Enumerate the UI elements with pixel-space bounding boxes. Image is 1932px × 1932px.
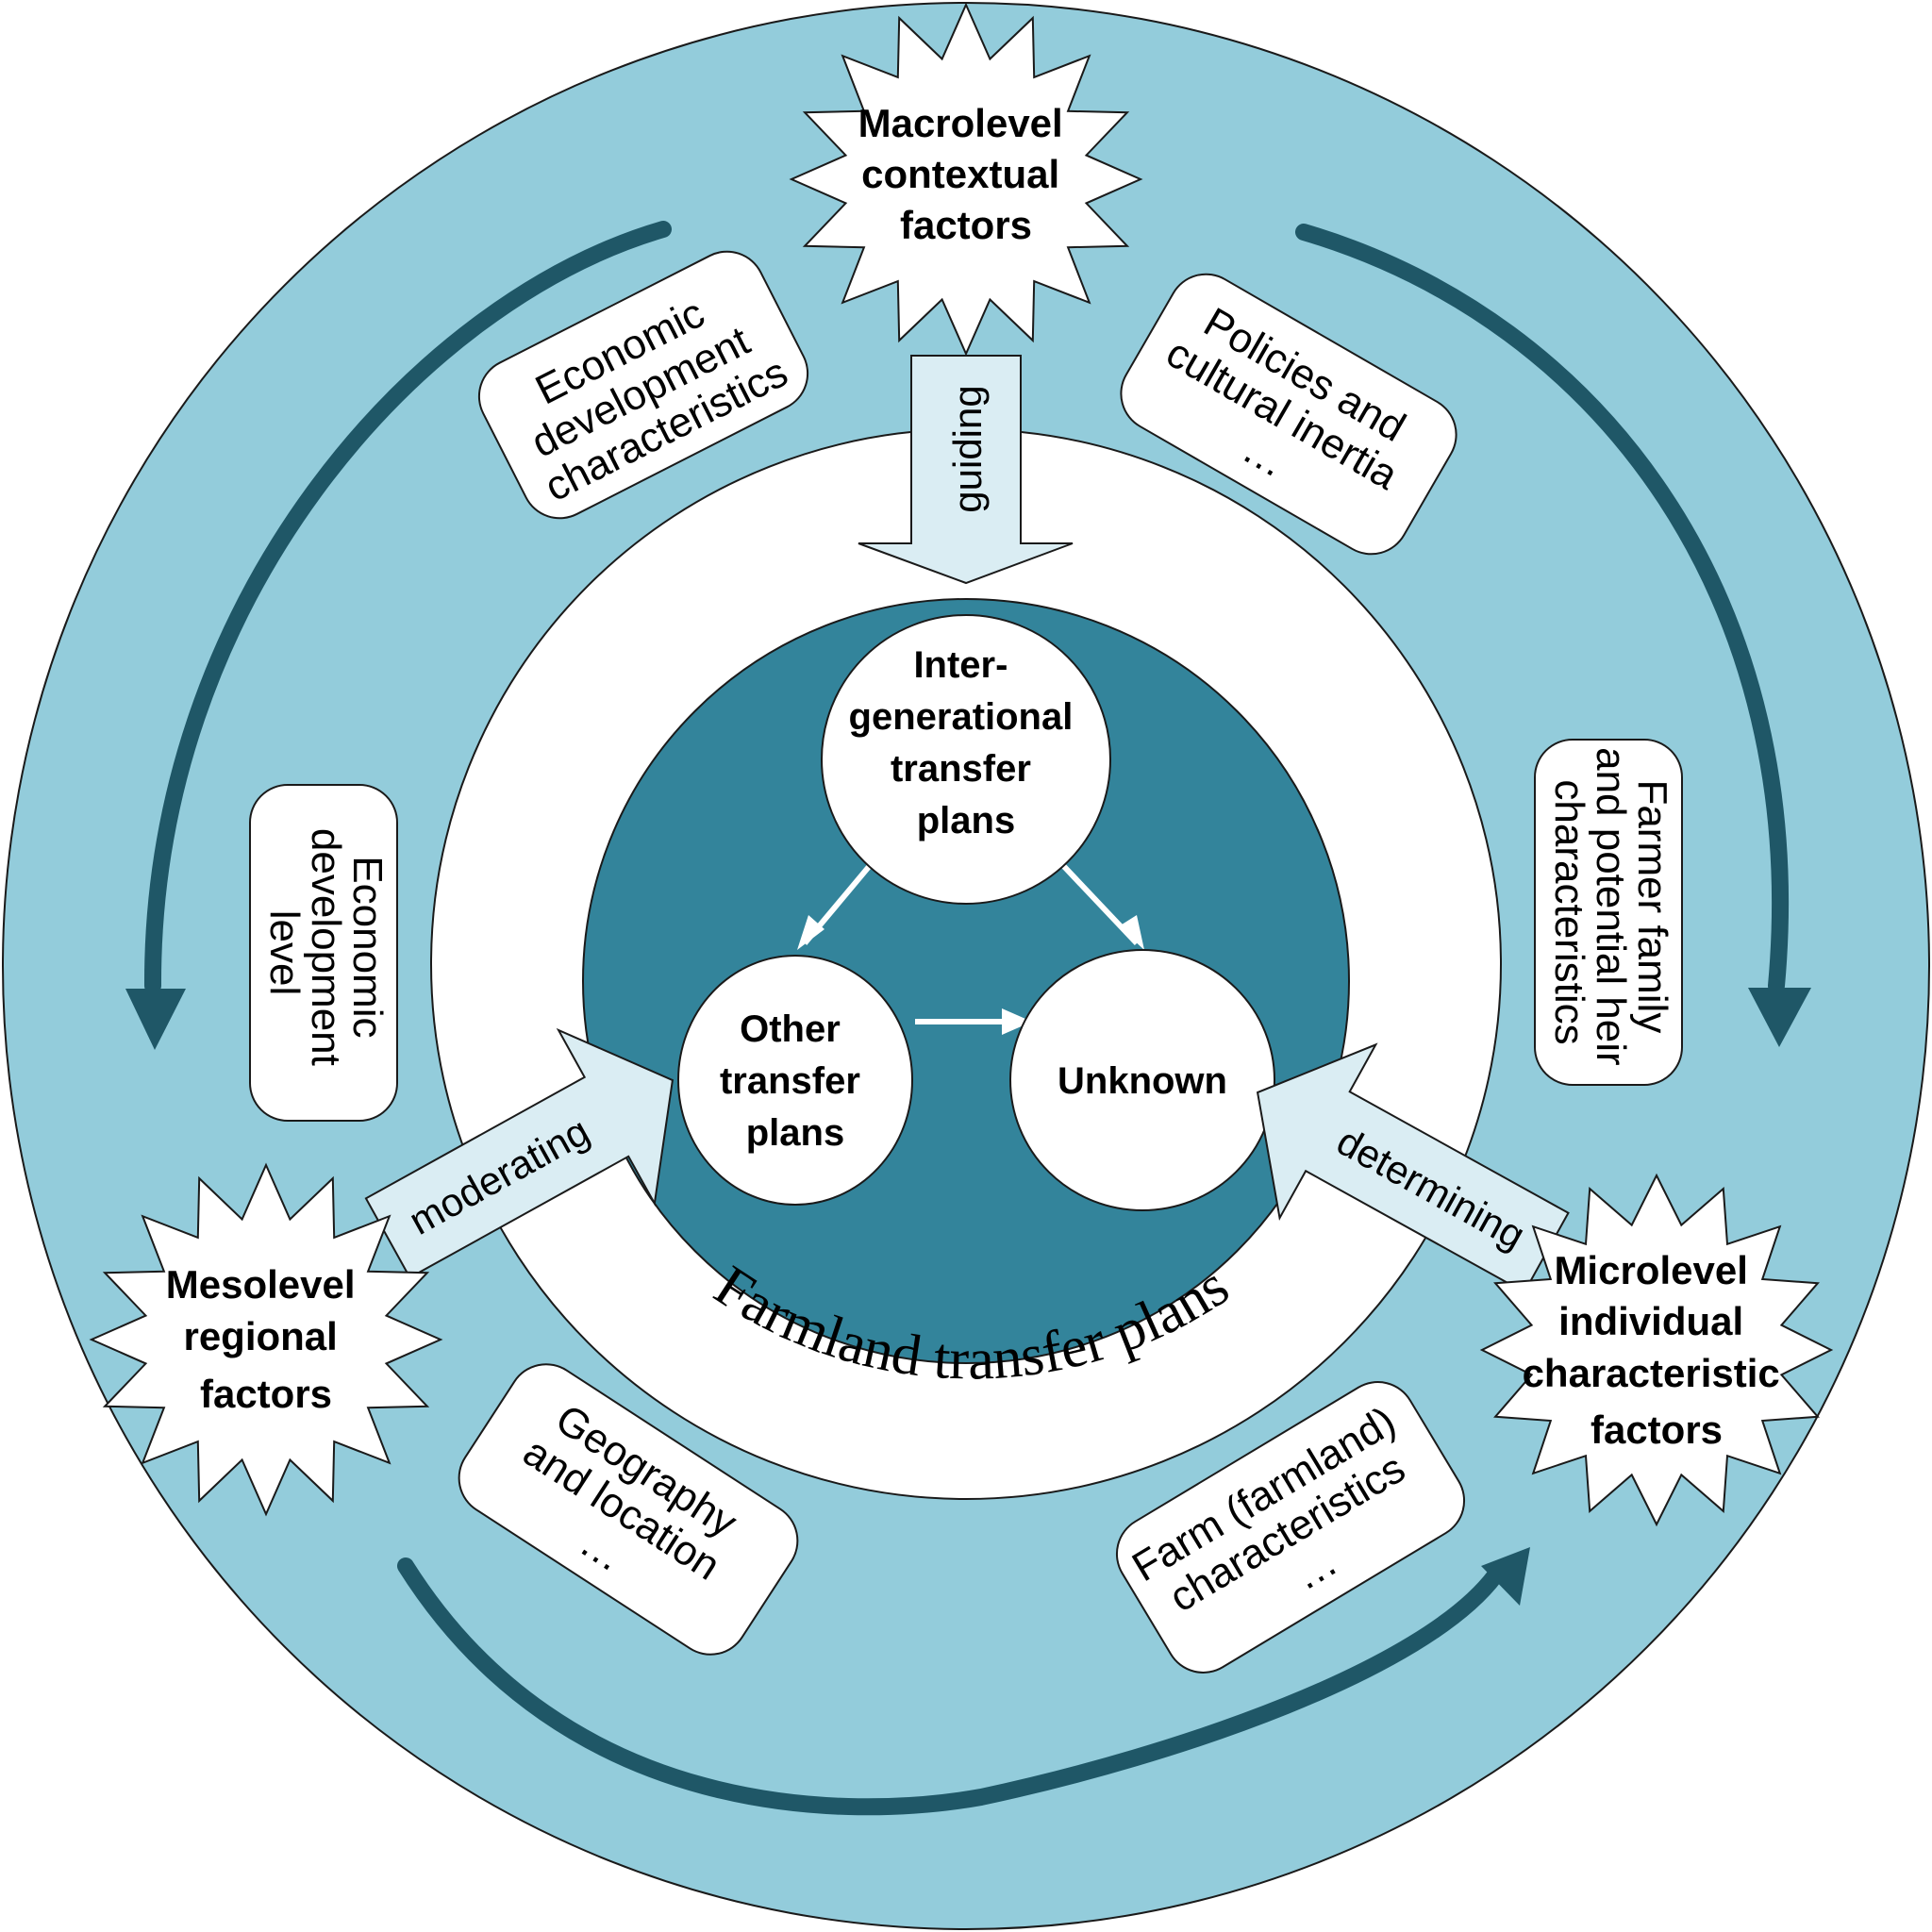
box-economic-level-text: Economic development level xyxy=(261,828,391,1077)
starburst-macro: Macrolevel contextual factors xyxy=(789,2,1143,357)
cycle-arrow-macro-to-micro xyxy=(1295,224,1789,994)
guiding-label: guiding xyxy=(945,385,990,512)
plan-other: Other transfer plans xyxy=(677,955,913,1206)
cycle-arrow-macro-to-meso xyxy=(143,221,672,994)
box-farm: Farm (farmland) characteristics … xyxy=(1115,1381,1466,1674)
arrowhead-meso xyxy=(125,989,186,1050)
arrowhead-to-unknown xyxy=(1119,915,1144,950)
meso-label: Mesolevel regional factors xyxy=(166,1262,366,1416)
micro-label: Microlevel individual characteristic fac… xyxy=(1523,1248,1791,1452)
box-farmer-family: Farmer family and potential heir charact… xyxy=(1534,739,1683,1086)
plan-other-label: Other transfer plans xyxy=(720,1008,871,1154)
plan-unknown: Unknown xyxy=(1009,949,1275,1211)
plan-intergenerational: Inter- generational transfer plans xyxy=(821,614,1111,905)
box-policies: Policies and cultural inertia … xyxy=(1120,273,1457,556)
box-geography: Geography and location … xyxy=(458,1363,799,1656)
macro-label: Macrolevel contextual factors xyxy=(858,101,1074,247)
starburst-macro-shape xyxy=(789,2,1143,357)
plan-unknown-label: Unknown xyxy=(1058,1060,1227,1102)
box-economic-level: Economic development level xyxy=(249,784,398,1122)
arrowhead-to-other xyxy=(797,915,824,950)
arrowhead-to-unknown-side xyxy=(1002,1008,1032,1035)
plan-intergenerational-label: Inter- generational transfer plans xyxy=(849,644,1084,841)
starburst-micro: Microlevel individual characteristic fac… xyxy=(1479,1173,1834,1527)
cycle-arrowheads xyxy=(125,988,1811,1606)
cycle-arrows xyxy=(143,221,1789,1816)
guiding-arrow: guiding xyxy=(858,355,1074,585)
box-farmer-family-text: Farmer family and potential heir charact… xyxy=(1546,747,1675,1077)
arrowhead-micro xyxy=(1748,988,1811,1047)
cycle-arrow-meso-to-micro xyxy=(397,1557,1504,1816)
starburst-meso-shape xyxy=(89,1162,443,1517)
starburst-meso: Mesolevel regional factors xyxy=(89,1162,443,1517)
starburst-micro-shape xyxy=(1479,1173,1834,1527)
arrowhead-micro-bottom xyxy=(1481,1547,1530,1606)
